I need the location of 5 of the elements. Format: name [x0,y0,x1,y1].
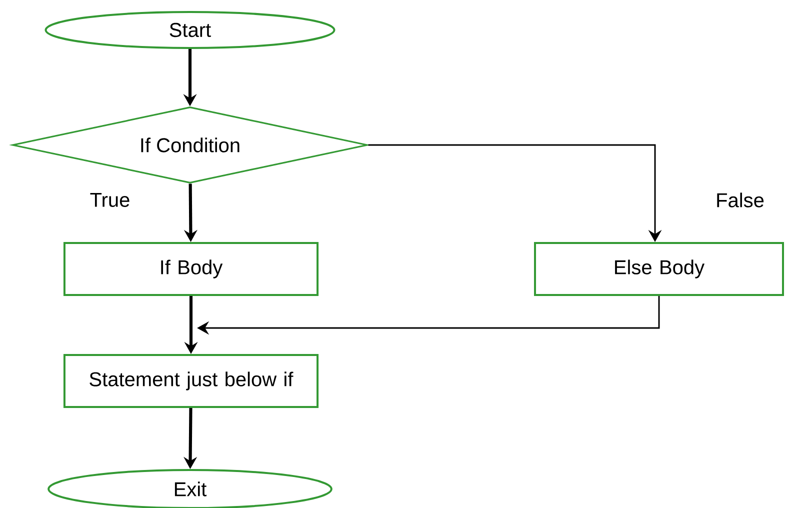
process-box: If Body [63,242,319,296]
process-box: Else Body [534,242,784,296]
process-box: Statement just below if [63,354,319,408]
edge-label: False [714,191,766,209]
edge-label: True [88,192,132,208]
